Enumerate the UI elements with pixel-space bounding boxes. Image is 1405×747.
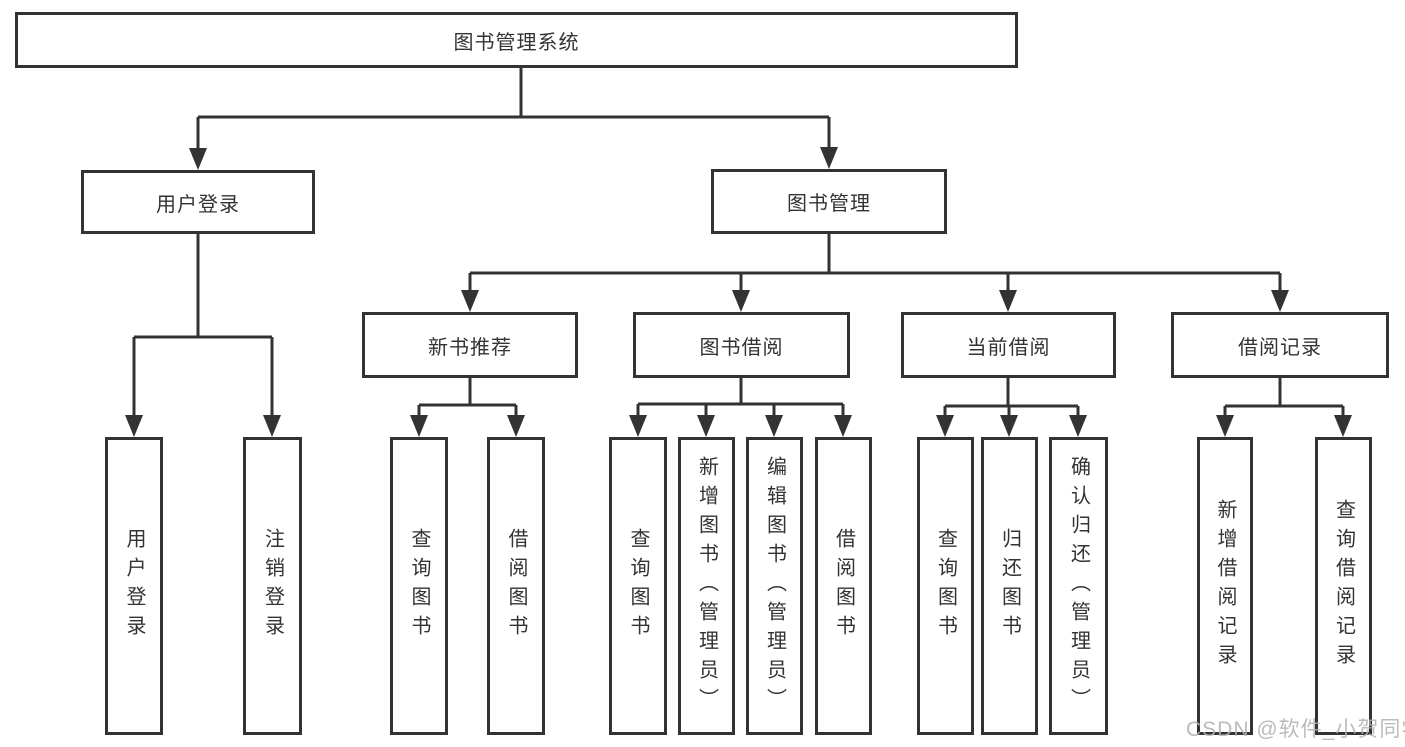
leaf-borrow-books-2-label: 借阅图书	[832, 528, 855, 644]
connector-new-book	[417, 378, 518, 422]
connector-book-mgmt	[468, 234, 1282, 297]
arrow-down-icon	[1069, 415, 1087, 437]
node-borrow-records: 借阅记录	[1171, 312, 1389, 378]
leaf-add-books-admin-label: 新增图书（管理员）	[695, 455, 718, 717]
leaf-query-books-2: 查询图书	[609, 437, 667, 735]
leaf-add-books-admin: 新增图书（管理员）	[678, 437, 735, 735]
leaf-add-borrow-record-label: 新增借阅记录	[1214, 499, 1236, 673]
leaf-edit-books-admin-label: 编辑图书（管理员）	[763, 455, 786, 717]
leaf-borrow-books-1: 借阅图书	[487, 437, 545, 735]
leaf-query-books-3: 查询图书	[917, 437, 974, 735]
connector-lines	[132, 68, 1345, 422]
arrow-down-icon	[461, 290, 479, 312]
node-book-borrow: 图书借阅	[633, 312, 850, 378]
connector-current-borrow	[943, 378, 1080, 422]
leaf-query-books-3-label: 查询图书	[934, 528, 957, 644]
leaf-return-books-label: 归还图书	[998, 528, 1021, 644]
leaf-user-login-label: 用户登录	[123, 528, 145, 644]
arrow-down-icon	[410, 415, 428, 437]
leaf-logout-label: 注销登录	[261, 528, 284, 644]
leaf-edit-books-admin: 编辑图书（管理员）	[746, 437, 803, 735]
arrowhead-icons	[125, 147, 1352, 437]
leaf-return-books: 归还图书	[981, 437, 1038, 735]
node-root: 图书管理系统	[15, 12, 1018, 68]
arrow-down-icon	[999, 290, 1017, 312]
arrow-down-icon	[1000, 415, 1018, 437]
connector-user-login	[132, 234, 274, 422]
arrow-down-icon	[1271, 290, 1289, 312]
leaf-confirm-return-admin: 确认归还（管理员）	[1049, 437, 1108, 735]
node-book-borrow-label: 图书借阅	[699, 336, 784, 359]
leaf-borrow-books-1-label: 借阅图书	[505, 528, 527, 644]
arrow-down-icon	[834, 415, 852, 437]
node-book-mgmt-label: 图书管理	[787, 193, 871, 215]
connector-root	[196, 68, 831, 155]
arrow-down-icon	[732, 290, 750, 312]
leaf-query-borrow-record: 查询借阅记录	[1315, 437, 1372, 735]
arrow-down-icon	[820, 147, 838, 169]
arrow-down-icon	[629, 415, 647, 437]
arrow-down-icon	[125, 415, 143, 437]
node-new-book-rec-label: 新书推荐	[428, 336, 512, 359]
leaf-query-borrow-record-label: 查询借阅记录	[1332, 499, 1355, 673]
arrow-down-icon	[263, 415, 281, 437]
node-current-borrow-label: 当前借阅	[966, 336, 1051, 359]
node-book-mgmt: 图书管理	[711, 169, 947, 234]
node-borrow-records-label: 借阅记录	[1238, 336, 1322, 359]
leaf-confirm-return-admin-label: 确认归还（管理员）	[1067, 455, 1090, 717]
node-new-book-rec: 新书推荐	[362, 312, 578, 378]
arrow-down-icon	[765, 415, 783, 437]
leaf-add-borrow-record: 新增借阅记录	[1197, 437, 1253, 735]
leaf-user-login: 用户登录	[105, 437, 163, 735]
arrow-down-icon	[189, 148, 207, 170]
connector-borrow-records	[1223, 378, 1345, 422]
arrow-down-icon	[1334, 415, 1352, 437]
node-user-login-label: 用户登录	[156, 193, 240, 216]
arrow-down-icon	[1216, 415, 1234, 437]
leaf-query-books-1-label: 查询图书	[408, 528, 430, 644]
arrow-down-icon	[697, 415, 715, 437]
arrow-down-icon	[936, 415, 954, 437]
node-current-borrow: 当前借阅	[901, 312, 1116, 378]
arrow-down-icon	[507, 415, 525, 437]
connector-book-borrow	[636, 378, 845, 422]
leaf-query-books-2-label: 查询图书	[627, 528, 649, 644]
leaf-query-books-1: 查询图书	[390, 437, 448, 735]
leaf-logout: 注销登录	[243, 437, 302, 735]
leaf-borrow-books-2: 借阅图书	[815, 437, 872, 735]
watermark-text: CSDN @软件_小贺同学	[1186, 718, 1405, 741]
node-user-login: 用户登录	[81, 170, 315, 234]
node-root-label: 图书管理系统	[453, 31, 580, 54]
